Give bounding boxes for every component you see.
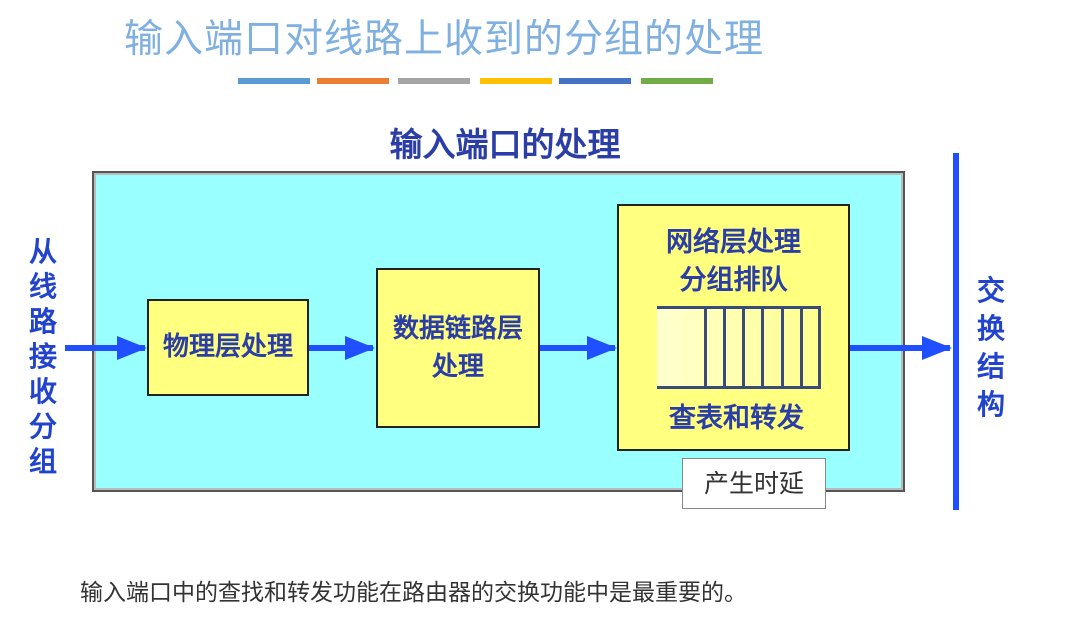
- datalink-label: 数据链路层: [392, 314, 523, 344]
- switch-fabric-line: [953, 153, 959, 510]
- label-char: 从: [28, 235, 57, 268]
- datalink-layer-box: 数据链路层 处理: [376, 268, 540, 428]
- label-char: 收: [28, 375, 57, 408]
- left-label: 从 线 路 接 收 分 组: [25, 234, 61, 479]
- queue-slot: [781, 309, 784, 386]
- diagram-title: 输入端口的处理: [389, 125, 621, 164]
- queue-slot: [761, 309, 764, 386]
- physical-layer-box: 物理层处理: [147, 299, 309, 396]
- label-char: 构: [976, 388, 1005, 421]
- queue-label: 分组排队: [679, 265, 788, 296]
- label-char: 线: [28, 270, 57, 303]
- label-char: 分: [28, 410, 57, 443]
- queue-slot: [800, 309, 803, 386]
- datalink-label: 处理: [431, 352, 484, 382]
- label-char: 换: [976, 312, 1005, 345]
- queue-slot: [704, 309, 707, 386]
- queue-slot: [742, 309, 745, 386]
- delay-callout: 产生时延: [682, 458, 826, 509]
- right-label: 交 换 结 构: [973, 272, 1009, 424]
- accent-bar: [398, 78, 470, 84]
- label-char: 接: [28, 340, 57, 373]
- label-char: 交: [976, 274, 1005, 307]
- accent-bar: [238, 78, 310, 84]
- arrow-icon: [309, 336, 375, 360]
- network-label: 网络层处理: [666, 227, 801, 258]
- footnote: 输入端口中的查找和转发功能在路由器的交换功能中是最重要的。: [80, 580, 747, 606]
- queue-slot: [723, 309, 726, 386]
- label-char: 结: [976, 350, 1005, 383]
- label-char: 组: [28, 445, 57, 478]
- accent-bar: [559, 78, 631, 84]
- slide-title: 输入端口对线路上收到的分组的处理: [124, 17, 765, 62]
- arrow-icon: [65, 336, 147, 360]
- physical-layer-label: 物理层处理: [162, 332, 293, 362]
- packet-queue: [657, 306, 821, 389]
- accent-bar: [641, 78, 713, 84]
- accent-bar: [480, 78, 552, 84]
- arrow-icon: [540, 336, 617, 360]
- lookup-label: 查表和转发: [669, 403, 804, 434]
- accent-bar: [317, 78, 389, 84]
- label-char: 路: [28, 305, 57, 338]
- arrow-icon: [850, 336, 952, 360]
